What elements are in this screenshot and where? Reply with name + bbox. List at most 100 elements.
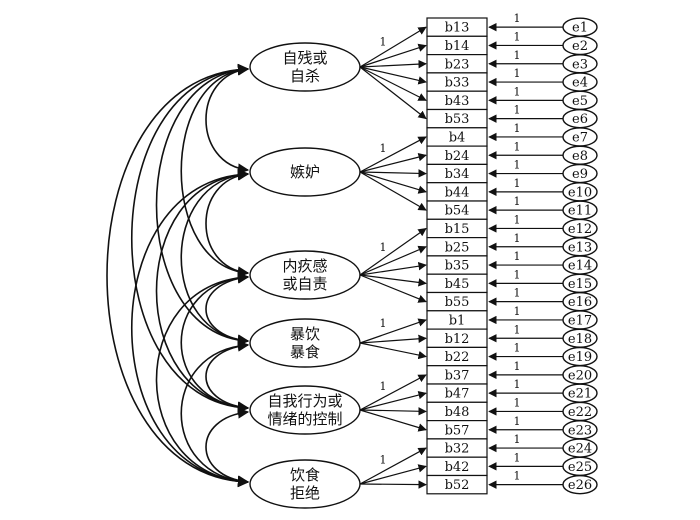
loading-path-b12: [359, 334, 427, 344]
loading-path-b42: [359, 464, 427, 485]
error-path-weight: 1: [514, 396, 521, 409]
latent-factor-2: 嫉妒: [249, 147, 361, 197]
error-label: e11: [568, 204, 592, 219]
error-e7: 1e7: [488, 122, 598, 147]
covariance-arc: [180, 272, 250, 413]
error-e1: 1e1: [488, 12, 598, 37]
error-path-weight: 1: [514, 287, 521, 300]
item-box-b14: b14: [426, 35, 488, 56]
error-e6: 1 e6: [488, 104, 598, 129]
error-label: e3: [572, 57, 588, 72]
item-label: b1: [449, 313, 466, 328]
loading-path-b23: [359, 59, 427, 69]
error-path-weight: 1: [514, 360, 521, 373]
loading-path-b45: [359, 274, 427, 287]
error-label: e12: [568, 222, 592, 237]
item-label: b4: [449, 130, 466, 145]
item-label: b48: [445, 405, 470, 420]
error-label: e20: [568, 368, 592, 383]
loading-path-b44: [359, 171, 427, 194]
latent-label: 内疚感: [282, 257, 327, 275]
error-label: e14: [568, 259, 592, 274]
latent-label: 自残或: [282, 49, 327, 67]
error-e5: 1e5: [488, 85, 598, 111]
loading-path-b55: [359, 274, 427, 303]
error-path-weight: 1: [514, 177, 521, 190]
loading-path-b1: [359, 318, 427, 344]
error-path-weight: 1: [514, 305, 521, 318]
error-path-weight: 1: [514, 30, 521, 43]
error-path-weight: 1: [514, 49, 521, 62]
error-path-weight: 1: [514, 12, 521, 25]
item-box-b53: b53: [426, 108, 488, 129]
observed-items: b13b14b23b33b43b53b4b24b34b44b54b15b25b3…: [426, 17, 488, 495]
item-label: b45: [445, 277, 470, 292]
loading-path-b37: [359, 374, 427, 411]
item-label: b57: [445, 423, 470, 438]
error-label: e6: [572, 112, 588, 127]
covariance-arc: [205, 169, 250, 278]
latent-ellipse: [249, 318, 361, 368]
fixed-loading-weight: 1: [380, 35, 387, 48]
item-box-b34: b34: [426, 163, 488, 184]
error-label: e9: [572, 167, 588, 182]
latent-label: 拒绝: [290, 484, 320, 502]
covariance-arc: [155, 168, 250, 414]
item-box-b47: b47: [426, 383, 488, 403]
item-box-b23: b23: [426, 53, 488, 74]
error-path-weight: 1: [514, 104, 521, 117]
item-box-b25: b25: [426, 237, 488, 257]
latent-ellipse: [249, 42, 361, 92]
latent-ellipse: [249, 385, 361, 435]
covariance-arcs: [106, 63, 250, 488]
item-box-b43: b43: [426, 90, 488, 111]
item-label: b24: [445, 149, 470, 164]
loading-path-b22: [359, 342, 427, 360]
item-label: b42: [445, 460, 470, 475]
item-label: b22: [445, 350, 470, 365]
loading-path-b47: [359, 390, 427, 411]
fixed-loading-weight: 1: [380, 241, 387, 254]
item-label: b15: [445, 222, 470, 237]
error-ellipse: [562, 474, 598, 495]
latent-label: 嫉妒: [290, 163, 320, 181]
covariance-arc: [131, 168, 250, 488]
item-label: b25: [445, 240, 470, 255]
item-box-b1: b1: [426, 310, 488, 330]
item-label: b47: [445, 387, 470, 402]
covariance-arc: [205, 272, 250, 346]
error-path-weight: 1: [514, 342, 521, 355]
item-label: b44: [445, 185, 470, 200]
item-label: b32: [445, 442, 470, 457]
covariance-arc: [205, 340, 250, 413]
item-box-b13: b13: [426, 17, 488, 37]
covariance-arc: [180, 169, 250, 346]
loading-path-b53: [359, 66, 427, 120]
loading-path-b35: [359, 262, 427, 276]
item-label: b35: [445, 259, 470, 274]
error-terms: 1e11e21e31e41e51e61e71e81e91e101e111e121…: [488, 12, 598, 495]
item-label: b33: [445, 76, 470, 91]
error-e4: 1e4: [488, 67, 598, 92]
covariance-arc: [205, 64, 250, 175]
item-box-b48: b48: [426, 401, 488, 422]
item-box-b52: b52: [426, 474, 488, 495]
loading-path-b52: [359, 480, 427, 489]
loading-path-b4: [359, 136, 427, 173]
loading-path-b13: [359, 26, 427, 68]
error-path-weight: 1: [514, 378, 521, 391]
item-label: b13: [445, 21, 470, 36]
error-label: e7: [572, 130, 588, 145]
latent-ellipse: [249, 147, 361, 197]
error-path-weight: 1: [514, 159, 521, 172]
item-box-rect: [426, 474, 488, 495]
latent-label: 或自责: [282, 275, 327, 293]
error-e20: 1 e20: [488, 360, 598, 385]
